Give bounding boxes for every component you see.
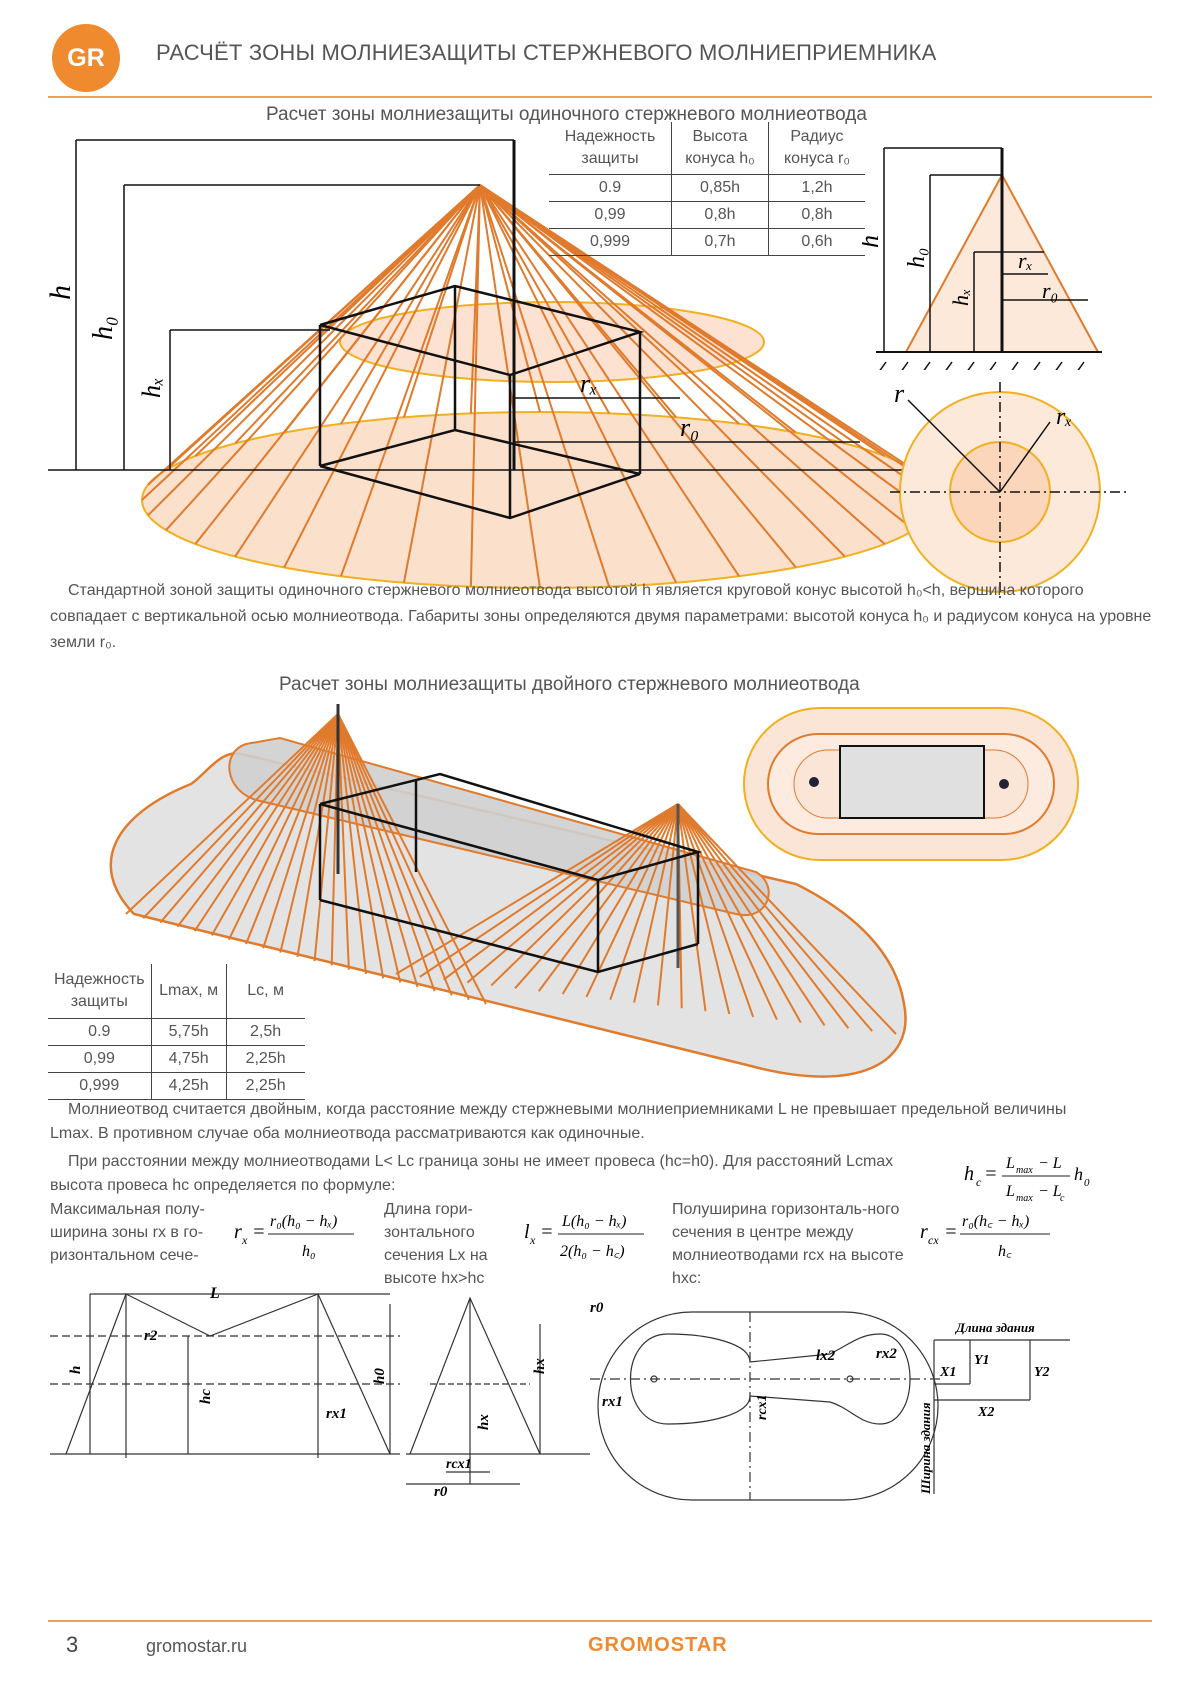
svg-text:h0: h0 xyxy=(372,1368,388,1384)
svg-text:h: h xyxy=(68,1366,84,1374)
plan-label-rx: rₓ xyxy=(1056,404,1072,430)
svg-text:x: x xyxy=(241,1233,248,1247)
svg-text:rcx1: rcx1 xyxy=(755,1394,770,1420)
svg-text:L: L xyxy=(209,1285,220,1302)
svg-text:c: c xyxy=(1060,1193,1065,1204)
svg-text:hx: hx xyxy=(532,1358,548,1374)
logo: GR xyxy=(52,24,120,92)
svg-text:=: = xyxy=(252,1221,266,1243)
svg-text:max: max xyxy=(1016,1193,1033,1204)
rx-description: Максимальная полу-ширина зоны rх в го-ри… xyxy=(50,1201,205,1264)
lx-description: Длина гори-зонтального сечения Lx на выс… xyxy=(384,1201,488,1287)
svg-text:r0: r0 xyxy=(434,1484,448,1500)
double-section-title: Расчет зоны молниезащиты двойного стержн… xyxy=(279,674,860,695)
double-description: Молниеотвод считается двойным, когда рас… xyxy=(50,1101,1067,1142)
footer-brand: GROMOSTAR xyxy=(588,1634,728,1656)
single-cone-diagram: h h₀ hₓ rₓ r₀ xyxy=(44,139,940,589)
svg-text:r₀(h꜀ − hₓ): r₀(h꜀ − hₓ) xyxy=(962,1213,1029,1230)
svg-text:Y1: Y1 xyxy=(974,1353,990,1368)
label-h0: h₀ xyxy=(88,316,119,340)
section-label-hx: hₓ xyxy=(948,289,973,306)
label-r0: r₀ xyxy=(680,413,699,442)
svg-text:hc: hc xyxy=(198,1389,214,1404)
footer-divider xyxy=(48,1620,1152,1622)
svg-text:=: = xyxy=(984,1163,998,1185)
svg-text:h: h xyxy=(1074,1164,1083,1184)
svg-text:− L: − L xyxy=(1038,1183,1062,1200)
svg-text:=: = xyxy=(540,1221,554,1243)
svg-text:Y2: Y2 xyxy=(1034,1365,1050,1380)
technical-drawings: L r2 h hc h0 rx1 hx hx rcx1 r0 r0 rx1 rc… xyxy=(50,1285,1070,1501)
label-h: h xyxy=(44,285,77,300)
double-zone-diagram xyxy=(109,704,907,1078)
svg-text:rcx1: rcx1 xyxy=(446,1457,472,1472)
svg-text:h꜀: h꜀ xyxy=(998,1243,1012,1260)
svg-text:0: 0 xyxy=(1084,1177,1090,1189)
section-label-h: h xyxy=(862,235,884,248)
page-number: 3 xyxy=(66,1632,79,1657)
cone-section-diagram: h h₀ hₓ rₓ r₀ xyxy=(862,147,1102,370)
sag-description: При расстоянии между молниеотводами L< L… xyxy=(50,1153,894,1194)
svg-text:Ширина здания: Ширина здания xyxy=(918,1402,933,1495)
header-divider xyxy=(48,96,1152,98)
svg-text:cx: cx xyxy=(928,1233,939,1247)
svg-text:rx1: rx1 xyxy=(602,1394,623,1410)
section-label-h0: h₀ xyxy=(904,248,930,268)
double-plan-diagram xyxy=(743,707,1079,861)
svg-text:X1: X1 xyxy=(939,1365,956,1380)
svg-text:Длина здания: Длина здания xyxy=(955,1320,1035,1335)
svg-text:− L: − L xyxy=(1038,1155,1062,1172)
svg-text:L(h₀ − hₓ): L(h₀ − hₓ) xyxy=(561,1213,626,1230)
cone-base-ellipse xyxy=(141,411,939,589)
cone-plan-diagram: r rₓ xyxy=(890,382,1130,602)
svg-text:rx1: rx1 xyxy=(326,1406,347,1422)
svg-text:x: x xyxy=(529,1233,536,1247)
single-section-title: Расчет зоны молниезащиты одиночного стер… xyxy=(266,104,867,125)
plan-label-r: r xyxy=(894,382,905,408)
svg-text:hx: hx xyxy=(476,1414,492,1430)
svg-text:r2: r2 xyxy=(144,1328,158,1344)
section-label-r0: r₀ xyxy=(1042,278,1058,303)
svg-text:L: L xyxy=(1005,1155,1015,1172)
svg-text:2(h₀ − h꜀): 2(h₀ − h꜀) xyxy=(560,1243,625,1260)
svg-text:r: r xyxy=(920,1221,928,1243)
svg-text:X2: X2 xyxy=(977,1405,994,1420)
section-label-rx: rₓ xyxy=(1018,248,1033,273)
svg-text:l: l xyxy=(524,1221,530,1243)
svg-text:h: h xyxy=(964,1163,974,1185)
building-box xyxy=(318,284,645,520)
svg-text:r0: r0 xyxy=(590,1300,604,1316)
single-reliability-table: Надежность защиты Высота конуса h₀ Радиу… xyxy=(549,122,865,256)
svg-text:rx2: rx2 xyxy=(876,1346,897,1362)
svg-text:L: L xyxy=(1005,1183,1015,1200)
svg-text:max: max xyxy=(1016,1165,1033,1176)
footer-website: gromostar.ru xyxy=(146,1636,248,1656)
label-rx: rₓ xyxy=(580,369,598,398)
svg-text:=: = xyxy=(944,1221,958,1243)
single-description: Стандартной зоной защиты одиночного стер… xyxy=(50,582,1152,651)
svg-text:c: c xyxy=(976,1175,982,1189)
svg-text:lx2: lx2 xyxy=(816,1348,836,1364)
svg-text:r: r xyxy=(234,1221,242,1243)
cone-rays xyxy=(141,184,939,589)
svg-text:r₀(h₀ − hₓ): r₀(h₀ − hₓ) xyxy=(270,1213,337,1230)
svg-text:h₀: h₀ xyxy=(302,1243,316,1260)
rcx-description: Полуширина горизонталь-ного сечения в це… xyxy=(672,1201,904,1287)
page-title: РАСЧЁТ ЗОНЫ МОЛНИЕЗАЩИТЫ СТЕРЖНЕВОГО МОЛ… xyxy=(156,40,937,65)
label-hx: hₓ xyxy=(137,378,166,398)
